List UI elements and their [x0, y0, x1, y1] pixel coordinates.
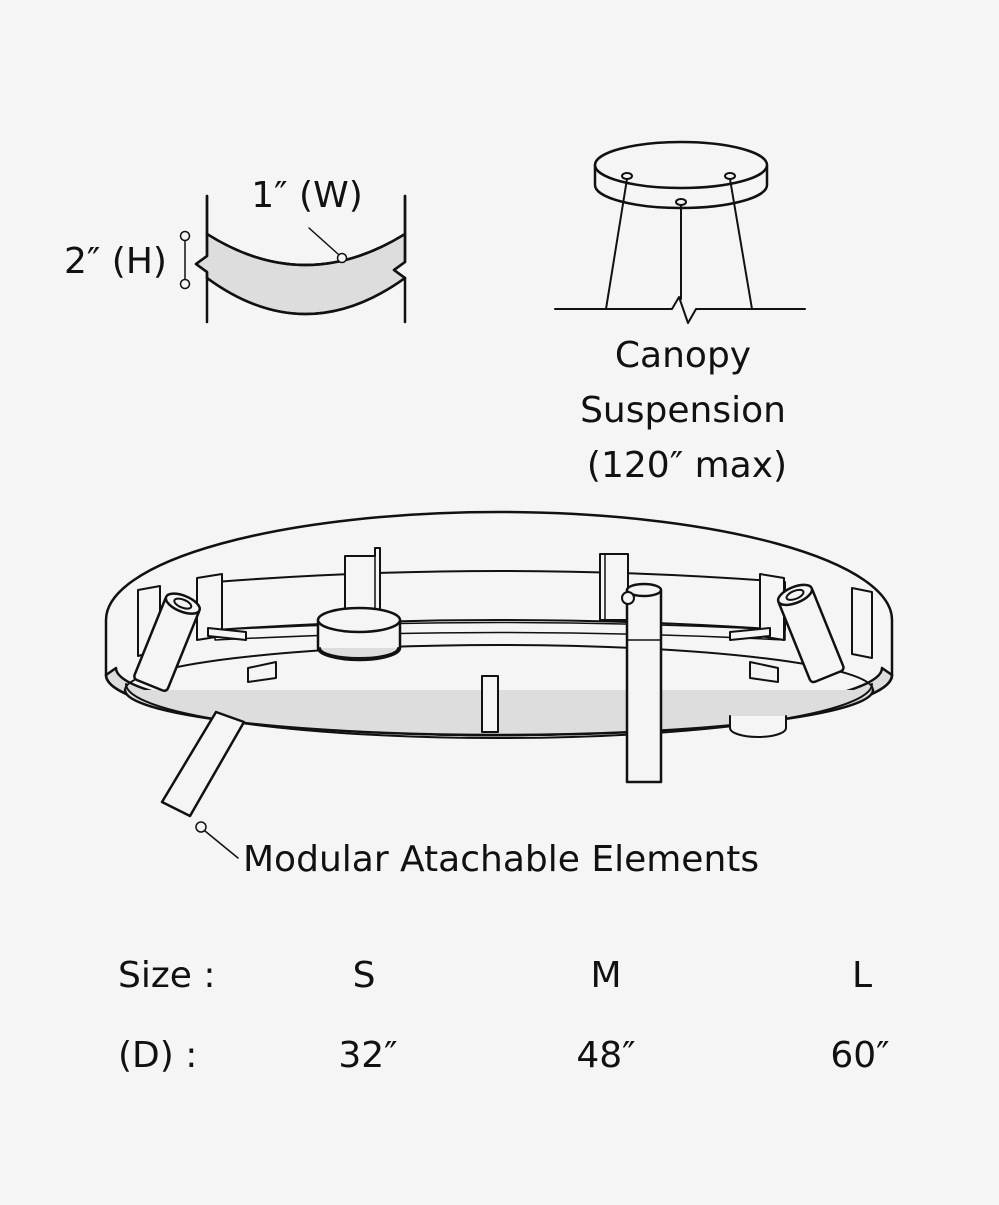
diameter-l: 60″: [830, 1035, 890, 1076]
modular-elements-callout: Modular Atachable Elements: [243, 839, 760, 880]
callout-leader: [195, 821, 239, 859]
profile-section-drawing: [179, 194, 407, 324]
height-label: 2″ (H): [64, 241, 167, 282]
diameter-row-label: (D) :: [118, 1035, 198, 1076]
size-s: S: [352, 955, 376, 996]
canopy-label-line3: (120″ max): [586, 445, 788, 486]
width-label: 1″ (W): [251, 175, 363, 216]
canopy-drawing: [554, 140, 806, 324]
canopy-label-line1: Canopy: [614, 335, 752, 376]
size-l: L: [851, 955, 873, 996]
ring-fixture-drawing: [104, 510, 894, 818]
canopy-label-line2: Suspension: [580, 390, 786, 431]
diameter-s: 32″: [338, 1035, 398, 1076]
diameter-m: 48″: [576, 1035, 636, 1076]
size-m: M: [590, 955, 622, 996]
size-row-label: Size :: [118, 955, 216, 996]
